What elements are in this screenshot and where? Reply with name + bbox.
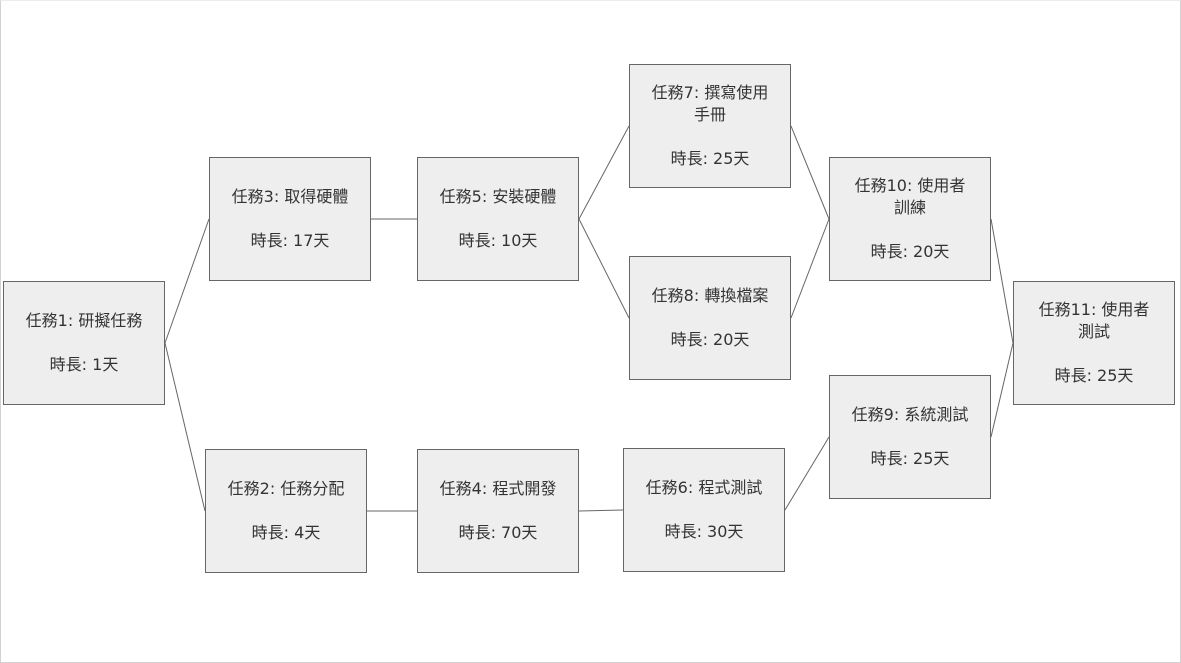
task-title: 任務7: 撰寫使用 手冊 <box>651 83 769 124</box>
task-title: 任務5: 安裝硬體 <box>439 187 557 206</box>
connector-task-5-to-task-8 <box>578 218 630 319</box>
task-title: 任務6: 程式測試 <box>645 478 763 497</box>
task-title: 任務11: 使用者 測試 <box>1038 300 1150 341</box>
connector-task-9-to-task-11 <box>990 342 1014 438</box>
task-9-box: 任務9: 系統測試 時長: 25天 <box>829 375 991 499</box>
connector-task-8-to-task-10 <box>790 218 830 319</box>
task-1-box: 任務1: 研擬任務 時長: 1天 <box>3 281 165 405</box>
task-7-box: 任務7: 撰寫使用 手冊 時長: 25天 <box>629 64 791 188</box>
task-5-box: 任務5: 安裝硬體 時長: 10天 <box>417 157 579 281</box>
task-title: 任務3: 取得硬體 <box>231 187 349 206</box>
task-title: 任務9: 系統測試 <box>851 405 969 424</box>
task-4-box: 任務4: 程式開發 時長: 70天 <box>417 449 579 573</box>
connector-task-7-to-task-10 <box>790 125 830 220</box>
task-title: 任務1: 研擬任務 <box>25 311 143 330</box>
task-duration: 時長: 4天 <box>251 523 321 542</box>
task-6-box: 任務6: 程式測試 時長: 30天 <box>623 448 785 572</box>
task-2-box: 任務2: 任務分配 時長: 4天 <box>205 449 367 573</box>
task-duration: 時長: 20天 <box>870 242 950 261</box>
connector-task-4-to-task-6 <box>578 509 624 512</box>
task-title: 任務10: 使用者 訓練 <box>854 176 966 217</box>
task-title: 任務2: 任務分配 <box>227 479 345 498</box>
task-duration: 時長: 10天 <box>458 231 538 250</box>
task-duration: 時長: 30天 <box>664 522 744 541</box>
connector-task-6-to-task-9 <box>784 436 830 511</box>
connector-task-10-to-task-11 <box>990 218 1014 344</box>
task-duration: 時長: 25天 <box>870 449 950 468</box>
task-duration: 時長: 20天 <box>670 330 750 349</box>
connector-task-5-to-task-7 <box>578 125 630 220</box>
task-title: 任務8: 轉換檔案 <box>651 286 769 305</box>
task-duration: 時長: 17天 <box>250 231 330 250</box>
connector-task-1-to-task-2 <box>164 342 206 512</box>
task-duration: 時長: 70天 <box>458 523 538 542</box>
task-8-box: 任務8: 轉換檔案 時長: 20天 <box>629 256 791 380</box>
task-11-box: 任務11: 使用者 測試 時長: 25天 <box>1013 281 1175 405</box>
task-3-box: 任務3: 取得硬體 時長: 17天 <box>209 157 371 281</box>
task-title: 任務4: 程式開發 <box>439 479 557 498</box>
task-duration: 時長: 25天 <box>1054 366 1134 385</box>
task-10-box: 任務10: 使用者 訓練 時長: 20天 <box>829 157 991 281</box>
task-duration: 時長: 25天 <box>670 149 750 168</box>
task-duration: 時長: 1天 <box>49 355 119 374</box>
connector-task-1-to-task-3 <box>164 218 210 344</box>
